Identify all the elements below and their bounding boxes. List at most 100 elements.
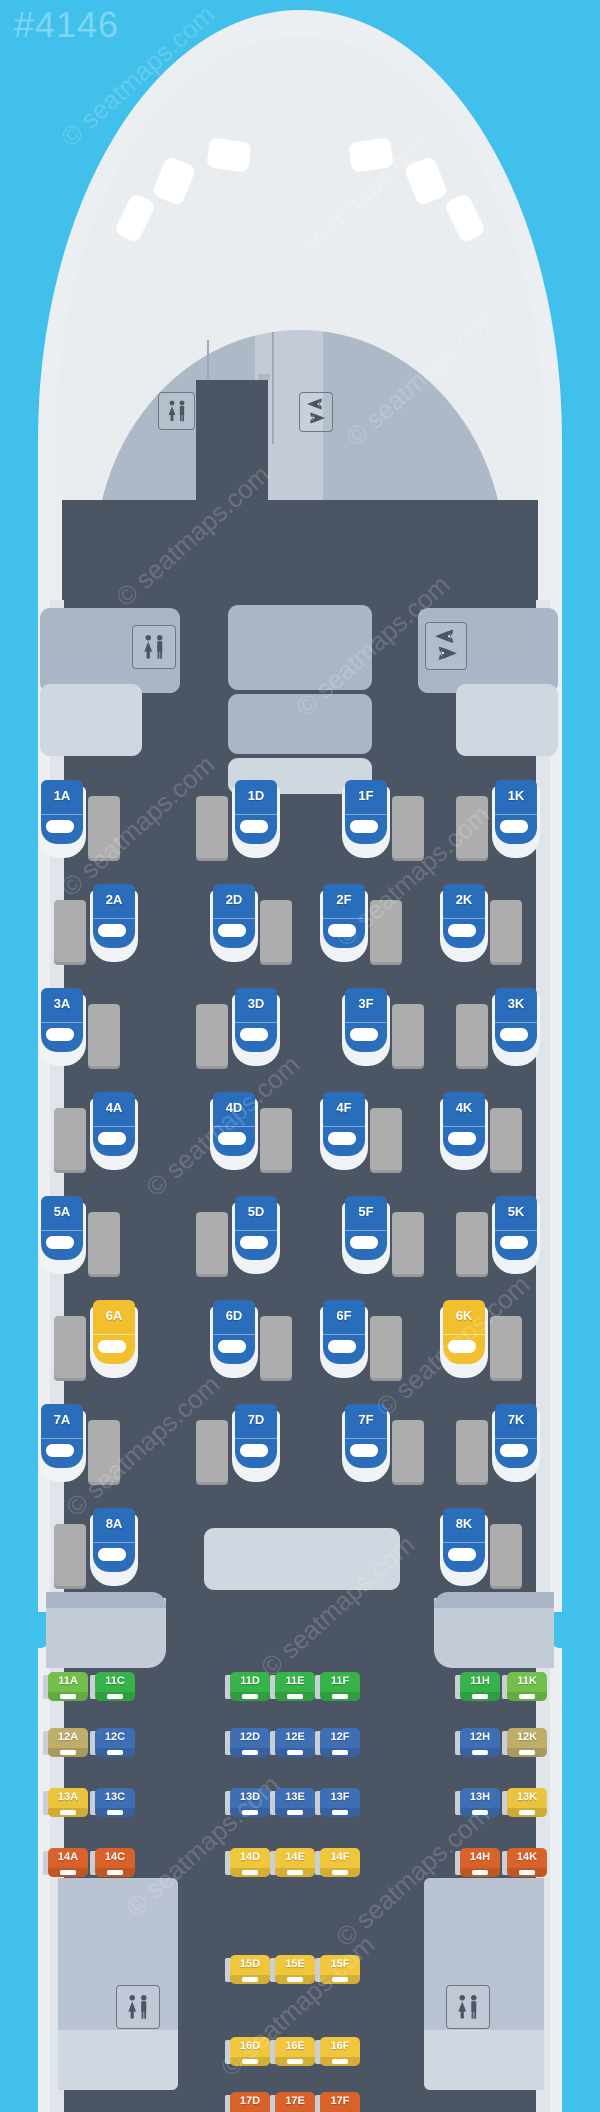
seat-armrest-11A — [43, 1675, 50, 1699]
seat-1F[interactable]: 1F — [342, 780, 390, 858]
lavatory-forward-left[interactable] — [158, 392, 195, 430]
seat-14F[interactable]: 14F — [315, 1848, 360, 1878]
seat-2F[interactable]: 2F — [320, 884, 368, 962]
seat-16D[interactable]: 16D — [225, 2037, 270, 2067]
seat-back-15E — [275, 1955, 315, 1977]
seat-console-5K — [456, 1212, 488, 1274]
seat-2K[interactable]: 2K — [440, 884, 488, 962]
seat-13K[interactable]: 13K — [502, 1788, 547, 1818]
seat-headrest-3F — [350, 1028, 378, 1041]
seat-14K[interactable]: 14K — [502, 1848, 547, 1878]
seat-back-13H — [460, 1788, 500, 1810]
seat-12H[interactable]: 12H — [455, 1728, 500, 1758]
seat-6F[interactable]: 6F — [320, 1300, 368, 1378]
seat-11A[interactable]: 11A — [43, 1672, 88, 1702]
seat-15E[interactable]: 15E — [270, 1955, 315, 1985]
seat-14H[interactable]: 14H — [455, 1848, 500, 1878]
exit-wing-left — [46, 1598, 166, 1668]
seat-13C[interactable]: 13C — [90, 1788, 135, 1818]
seat-14C[interactable]: 14C — [90, 1848, 135, 1878]
seat-7A[interactable]: 7A — [38, 1404, 86, 1482]
seat-6D[interactable]: 6D — [210, 1300, 258, 1378]
seat-12C[interactable]: 12C — [90, 1728, 135, 1758]
seat-1A[interactable]: 1A — [38, 780, 86, 858]
seat-12D[interactable]: 12D — [225, 1728, 270, 1758]
lavatory-aft-left[interactable] — [116, 1985, 160, 2029]
seat-label-1K: 1K — [507, 788, 525, 803]
seat-13A[interactable]: 13A — [43, 1788, 88, 1818]
seat-7K[interactable]: 7K — [492, 1404, 540, 1482]
seat-label-11H: 11H — [470, 1675, 490, 1687]
seat-divider-5K — [495, 1230, 537, 1231]
seat-12F[interactable]: 12F — [315, 1728, 360, 1758]
seat-headrest-2D — [218, 924, 246, 937]
seat-13E[interactable]: 13E — [270, 1788, 315, 1818]
seat-16F[interactable]: 16F — [315, 2037, 360, 2067]
seat-5K[interactable]: 5K — [492, 1196, 540, 1274]
seat-14D[interactable]: 14D — [225, 1848, 270, 1878]
seat-1K[interactable]: 1K — [492, 780, 540, 858]
seat-17E[interactable]: 17E — [270, 2092, 315, 2112]
seat-4F[interactable]: 4F — [320, 1092, 368, 1170]
seat-cushion-5F — [345, 1196, 387, 1260]
seat-17F[interactable]: 17F — [315, 2092, 360, 2112]
seat-headrest-11E — [287, 1694, 303, 1699]
seat-14E[interactable]: 14E — [270, 1848, 315, 1878]
seat-11F[interactable]: 11F — [315, 1672, 360, 1702]
seat-3K[interactable]: 3K — [492, 988, 540, 1066]
seat-back-12E — [275, 1728, 315, 1750]
seat-cushion-7D — [235, 1404, 277, 1468]
seat-16E[interactable]: 16E — [270, 2037, 315, 2067]
seat-back-11E — [275, 1672, 315, 1694]
seat-15D[interactable]: 15D — [225, 1955, 270, 1985]
seat-7D[interactable]: 7D — [232, 1404, 280, 1482]
seat-back-13C — [95, 1788, 135, 1810]
seat-divider-7K — [495, 1438, 537, 1439]
seat-13F[interactable]: 13F — [315, 1788, 360, 1818]
seat-17D[interactable]: 17D — [225, 2092, 270, 2112]
seat-14A[interactable]: 14A — [43, 1848, 88, 1878]
galley-forward-right[interactable] — [299, 392, 333, 432]
seat-armrest-13H — [455, 1791, 462, 1815]
seat-label-12F: 12F — [330, 1731, 350, 1743]
lavatory-aft-right[interactable] — [446, 1985, 490, 2029]
seat-15F[interactable]: 15F — [315, 1955, 360, 1985]
seat-3D[interactable]: 3D — [232, 988, 280, 1066]
seat-7F[interactable]: 7F — [342, 1404, 390, 1482]
seat-6K[interactable]: 6K — [440, 1300, 488, 1378]
seat-2A[interactable]: 2A — [90, 884, 138, 962]
seat-cushion-2F — [323, 884, 365, 948]
seat-divider-1F — [345, 814, 387, 815]
seat-6A[interactable]: 6A — [90, 1300, 138, 1378]
seat-back-11D — [230, 1672, 270, 1694]
seat-5F[interactable]: 5F — [342, 1196, 390, 1274]
seat-11C[interactable]: 11C — [90, 1672, 135, 1702]
seat-12K[interactable]: 12K — [502, 1728, 547, 1758]
seat-12E[interactable]: 12E — [270, 1728, 315, 1758]
seat-5D[interactable]: 5D — [232, 1196, 280, 1274]
seat-2D[interactable]: 2D — [210, 884, 258, 962]
seat-1D[interactable]: 1D — [232, 780, 280, 858]
galley-cabin-right[interactable] — [425, 622, 467, 670]
seat-3A[interactable]: 3A — [38, 988, 86, 1066]
seat-8A[interactable]: 8A — [90, 1508, 138, 1586]
seat-4A[interactable]: 4A — [90, 1092, 138, 1170]
seat-3F[interactable]: 3F — [342, 988, 390, 1066]
seat-5A[interactable]: 5A — [38, 1196, 86, 1274]
seat-11D[interactable]: 11D — [225, 1672, 270, 1702]
seat-4D[interactable]: 4D — [210, 1092, 258, 1170]
forward-center-galley-upper — [228, 605, 372, 690]
seat-11H[interactable]: 11H — [455, 1672, 500, 1702]
seat-11E[interactable]: 11E — [270, 1672, 315, 1702]
seat-8K[interactable]: 8K — [440, 1508, 488, 1586]
seat-console-3D — [196, 1004, 228, 1066]
seat-11K[interactable]: 11K — [502, 1672, 547, 1702]
seat-armrest-12H — [455, 1731, 462, 1755]
seat-console-6K — [490, 1316, 522, 1378]
seat-13D[interactable]: 13D — [225, 1788, 270, 1818]
seat-12A[interactable]: 12A — [43, 1728, 88, 1758]
seat-4K[interactable]: 4K — [440, 1092, 488, 1170]
lavatory-cabin-left[interactable] — [132, 625, 176, 669]
seat-cushion-4A — [93, 1092, 135, 1156]
seat-13H[interactable]: 13H — [455, 1788, 500, 1818]
